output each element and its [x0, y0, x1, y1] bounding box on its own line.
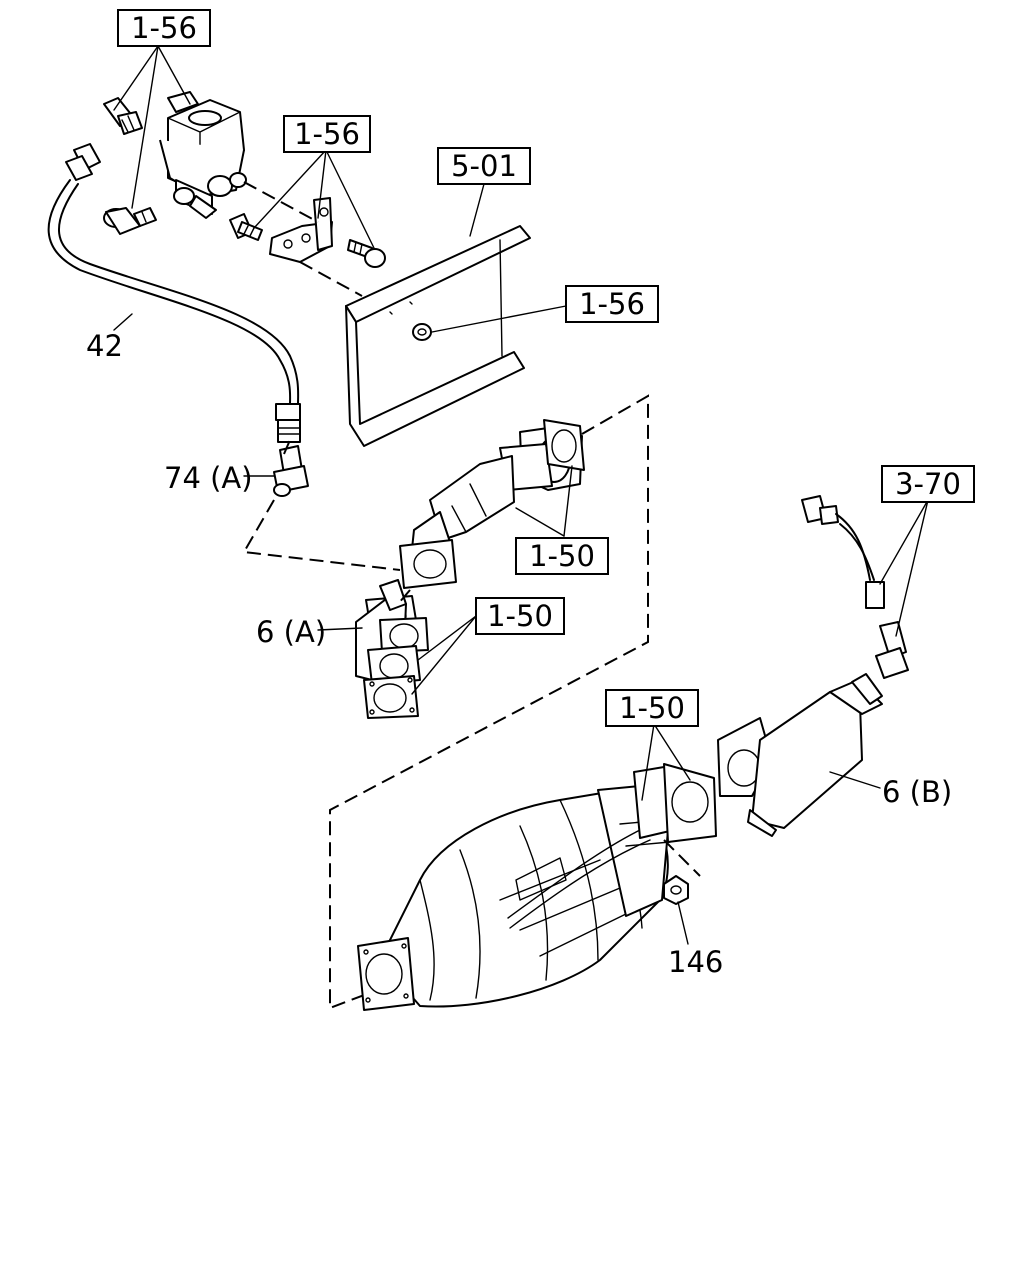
- flange-gasket-upper: [543, 419, 585, 471]
- tee-fitting: [273, 439, 309, 497]
- solenoid-valve: [159, 91, 247, 219]
- flex-hose: [47, 179, 301, 443]
- dash-valve-to-bracket: [243, 181, 319, 223]
- part-label-146: 146: [668, 945, 723, 979]
- part-label-74a: 74 (A): [164, 461, 253, 495]
- callout-1-56-nut: 1-56: [565, 285, 659, 323]
- nut-146: [663, 875, 689, 905]
- exhaust-elbow-a: [355, 579, 429, 719]
- leader-lines: [113, 45, 929, 945]
- part-label-42: 42: [86, 329, 123, 363]
- callout-5-01-text: 5-01: [451, 149, 517, 183]
- callout-1-56-top: 1-56: [117, 9, 211, 47]
- dash-fitting-to-pipe: [242, 499, 401, 571]
- elbow-fitting-lower: [103, 207, 157, 235]
- callout-1-50-gaskets-text: 1-50: [487, 599, 553, 633]
- callout-1-56-bracket-text: 1-56: [294, 117, 360, 151]
- callout-1-50-dpf: 1-50: [605, 689, 699, 727]
- connector-fitting-top: [103, 97, 143, 135]
- dash-frame-outline: [329, 394, 649, 1010]
- callout-1-50-gaskets: 1-50: [475, 597, 565, 635]
- exhaust-elbow-b: [717, 673, 883, 837]
- part-label-6b: 6 (B): [882, 775, 952, 809]
- valve-bolt: [229, 213, 263, 241]
- callout-5-01: 5-01: [437, 147, 531, 185]
- part-label-6a: 6 (A): [256, 615, 326, 649]
- dash-bracket-to-frame: [299, 261, 363, 297]
- callout-1-56-top-text: 1-56: [131, 11, 197, 45]
- callout-1-56-bracket: 1-56: [283, 115, 371, 153]
- dash-dpf-to-nut: [663, 839, 701, 877]
- callout-1-50-dpf-text: 1-50: [619, 691, 685, 725]
- callout-1-50-pipe: 1-50: [515, 537, 609, 575]
- callout-3-70: 3-70: [881, 465, 975, 503]
- sensor-pipe: [801, 495, 909, 679]
- callout-1-56-nut-text: 1-56: [579, 287, 645, 321]
- mounting-bracket: [269, 197, 333, 263]
- dpf-canister: [357, 785, 671, 1011]
- callout-1-50-pipe-text: 1-50: [529, 539, 595, 573]
- dash-gasket-to-elbow: [397, 589, 411, 605]
- callout-3-70-text: 3-70: [895, 467, 961, 501]
- connector-fitting-left: [65, 143, 101, 181]
- frame-channel: [345, 225, 531, 447]
- bracket-bolt: [347, 239, 386, 268]
